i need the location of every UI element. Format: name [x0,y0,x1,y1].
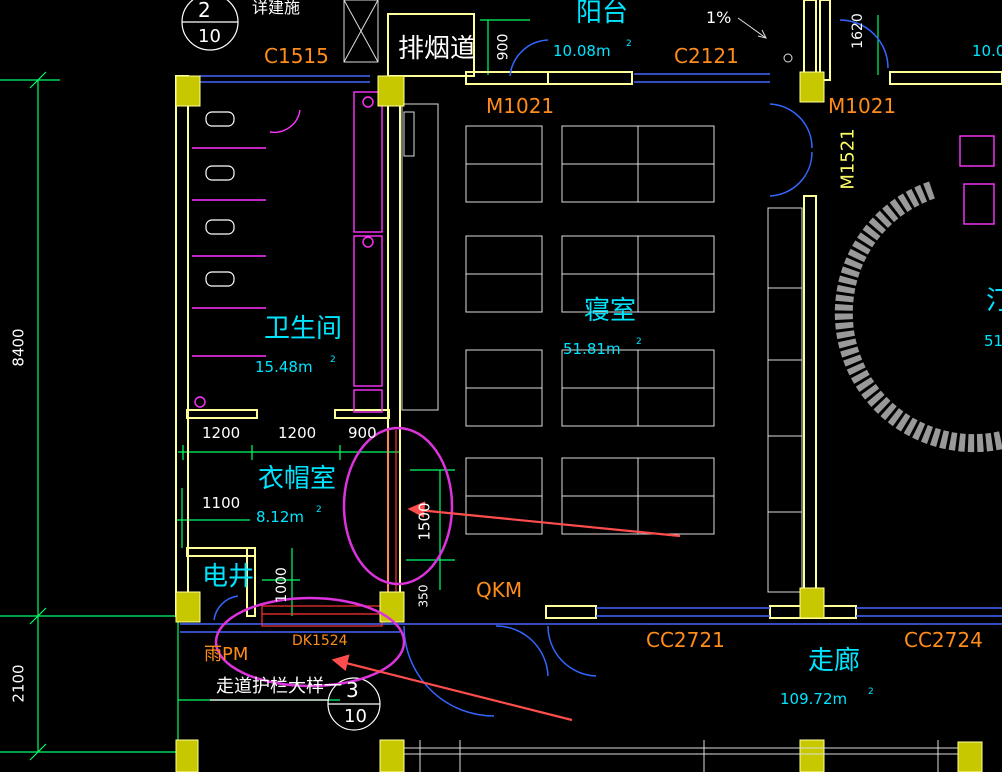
window-label-c1515: C1515 [264,44,329,68]
bedroom-name: 寝室 [584,296,637,326]
doors [213,19,889,717]
slope-arrow [737,17,793,63]
railing-detail-label: 走道护栏大样一 [216,676,342,697]
balcony-name: 阳台 [576,0,629,28]
cloakroom-name: 衣帽室 [258,464,337,494]
dim-8400: 8400 [9,328,28,367]
toilet-area-sup: 2 [330,355,336,365]
windows [180,73,1002,633]
columns [175,71,983,772]
detail-mark-top-sheet: 10 [198,26,221,47]
railing [404,740,958,772]
dim-1200-a: 1200 [202,424,241,442]
slope-label: 1% [706,8,732,27]
balcony-area-sup: 2 [626,39,632,49]
shaft-hatch [343,0,379,63]
bedroom-area: 51.81m [563,340,621,358]
toilet-name: 卫生间 [264,314,343,344]
dim-1000: 1000 [273,567,290,603]
dimension-lines [0,15,879,772]
dim-2100: 2100 [9,664,28,703]
door-label-m1021-a: M1021 [486,94,555,118]
bedroom-area-sup: 2 [636,337,642,347]
detail-mark-bottom-number: 3 [346,678,359,702]
door-label-dk1524: DK1524 [292,633,348,649]
top-left-note: 详建施 [252,0,301,17]
elec-shaft-name: 电井 [202,562,255,592]
door-label-m1521: M1521 [837,128,859,190]
cloakroom-area: 8.12m [256,508,305,526]
toilet-area: 15.48m [255,358,313,376]
right-room-area-top: 10.0 [972,42,1002,60]
right-room-name: 汀 [986,286,1002,316]
door-label-qkm: QKM [476,578,523,602]
rainpipe-label: 雨PM [204,644,249,665]
smoke-duct-label: 排烟道 [398,34,477,64]
detail-circles [181,0,381,731]
annotation-arrows [331,501,681,722]
toilet-fixtures [192,91,995,413]
corridor-area: 109.72m [780,690,848,708]
toilet-bowls [205,111,235,287]
dim-1100: 1100 [202,494,241,512]
detail-mark-top-number: 2 [198,0,211,22]
window-label-cc2721: CC2721 [646,628,725,652]
door-label-m1021-b: M1021 [828,94,897,118]
dim-1200-b: 1200 [278,424,317,442]
corridor-name: 走廊 [808,646,861,676]
dim-1620: 1620 [849,13,866,49]
annotation-ellipses [214,426,454,688]
window-label-c2121: C2121 [674,44,739,68]
right-room-area-mid: 51. [984,332,1002,350]
bed-grid [401,103,1002,593]
cloakroom-area-sup: 2 [316,505,322,515]
dim-900-mid: 900 [348,424,377,442]
window-label-cc2724: CC2724 [904,628,983,652]
balcony-area: 10.08m [553,42,611,60]
dim-900-top: 900 [495,33,512,61]
dim-1500: 1500 [415,502,434,541]
detail-mark-bottom-sheet: 10 [344,706,367,727]
corridor-area-sup: 2 [868,687,874,697]
dim-350: 350 [416,584,431,608]
